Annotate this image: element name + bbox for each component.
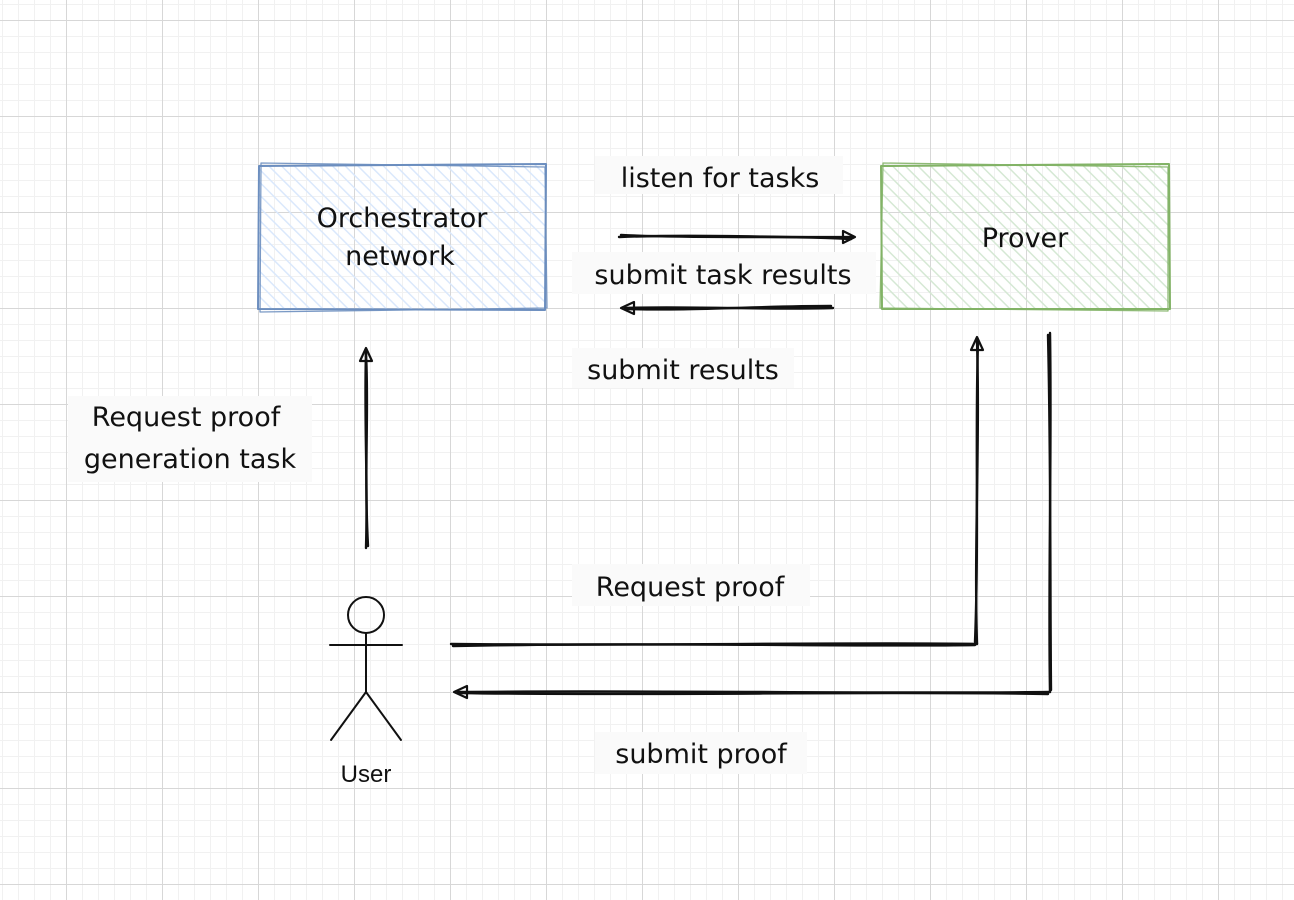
prover-node[interactable]: Prover [879, 162, 1171, 312]
prover-node-outline [880, 163, 1171, 310]
edge-label-background [595, 732, 807, 774]
edge-label-request-proof: Request proof [596, 572, 786, 603]
user-actor[interactable]: User [329, 596, 403, 788]
edge-label-submit-task-results: submit task results [594, 260, 851, 291]
actor-left-leg [330, 691, 367, 741]
orchestrator-network-node[interactable]: Orchestrator network [257, 162, 548, 313]
edge-label-listen-for-tasks: listen for tasks [621, 163, 820, 194]
arrowhead-left-icon [619, 300, 636, 316]
prover-node-fill [881, 165, 1169, 309]
arrowhead-right-icon [841, 229, 857, 245]
edge-label-submit-results: submit results [587, 355, 779, 386]
edge-label-submit-proof-group: submit proof [595, 732, 807, 774]
arrowhead-left-icon [452, 684, 469, 700]
user-label: User [341, 761, 392, 788]
stick-figure-icon [329, 596, 403, 741]
edge-request-proof[interactable]: Request proof [449, 335, 985, 648]
edge-label-request-proof-generation-task-line-1: Request proof [92, 402, 282, 433]
arrowhead-up-icon [969, 335, 985, 352]
edge-listen-for-tasks[interactable]: listen for tasks [595, 156, 857, 245]
edge-label-background [572, 348, 794, 388]
prover-node-outline-sketch [879, 162, 1169, 312]
edge-submit-results-horizontal-sketch [458, 691, 1050, 696]
edge-submit-results[interactable]: submit results [452, 331, 1053, 700]
edge-submit-results-vertical-sketch [1046, 333, 1053, 692]
actor-head [347, 596, 385, 634]
edge-label-background [572, 564, 810, 606]
orchestrator-label-line-2: network [345, 241, 455, 272]
edge-label-background [68, 396, 312, 482]
edge-request-proof-horizontal-sketch [451, 643, 977, 648]
prover-label: Prover [982, 223, 1069, 254]
edge-listen-for-tasks-sketch [619, 233, 853, 241]
edge-request-proof-generation-task-sketch [364, 352, 370, 548]
actor-right-leg [365, 691, 402, 741]
orchestrator-label-line-1: Orchestrator [317, 203, 489, 234]
orchestrator-node-outline [257, 163, 547, 311]
edge-request-proof-vertical-sketch [973, 341, 980, 644]
edge-label-request-proof-generation-task-line-2: generation task [84, 444, 297, 475]
edge-label-background [572, 252, 876, 294]
orchestrator-node-outline-sketch [259, 162, 548, 313]
edge-label-background [595, 156, 843, 194]
edge-label-submit-proof: submit proof [615, 739, 788, 770]
edge-submit-task-results-sketch [625, 304, 833, 311]
edge-submit-task-results[interactable]: submit task results [572, 252, 876, 316]
orchestrator-node-fill [259, 165, 546, 309]
edge-request-proof-generation-task[interactable]: Request proof generation task [68, 346, 374, 550]
arrowhead-up-icon [358, 346, 374, 363]
